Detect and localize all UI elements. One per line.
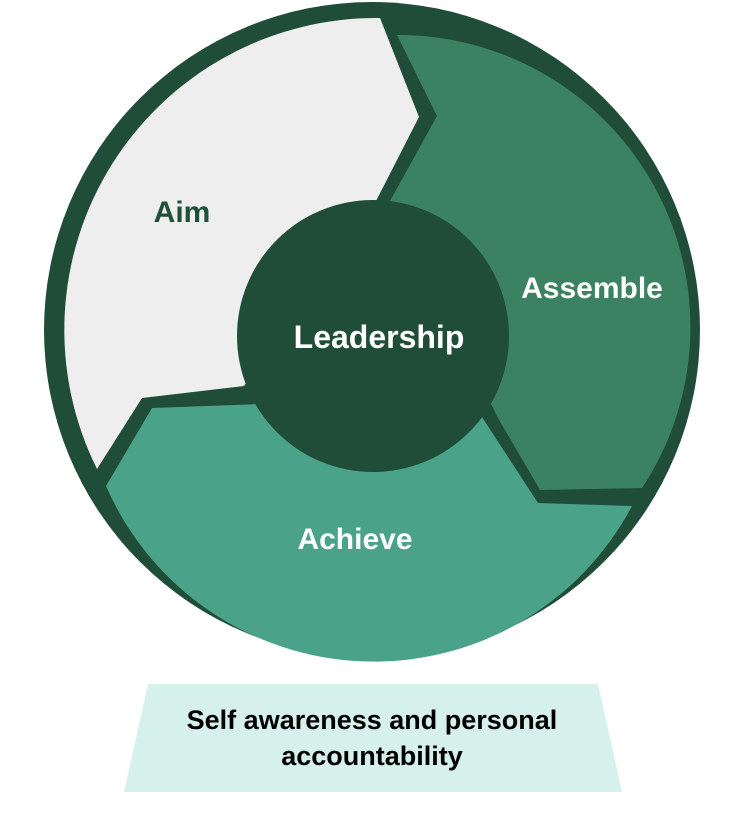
segment-achieve — [106, 404, 632, 662]
segment-aim — [64, 17, 420, 470]
caption-background — [124, 684, 622, 792]
center-label-leadership: Leadership — [294, 319, 465, 355]
segment-label-achieve: Achieve — [297, 523, 412, 556]
segment-label-assemble: Assemble — [521, 272, 663, 305]
center-circle — [237, 200, 509, 472]
segment-label-aim: Aim — [154, 196, 211, 229]
caption-text: Self awareness and personal accountabili… — [186, 705, 558, 771]
segment-assemble — [390, 34, 691, 491]
caption-box: Self awareness and personal accountabili… — [124, 684, 620, 792]
